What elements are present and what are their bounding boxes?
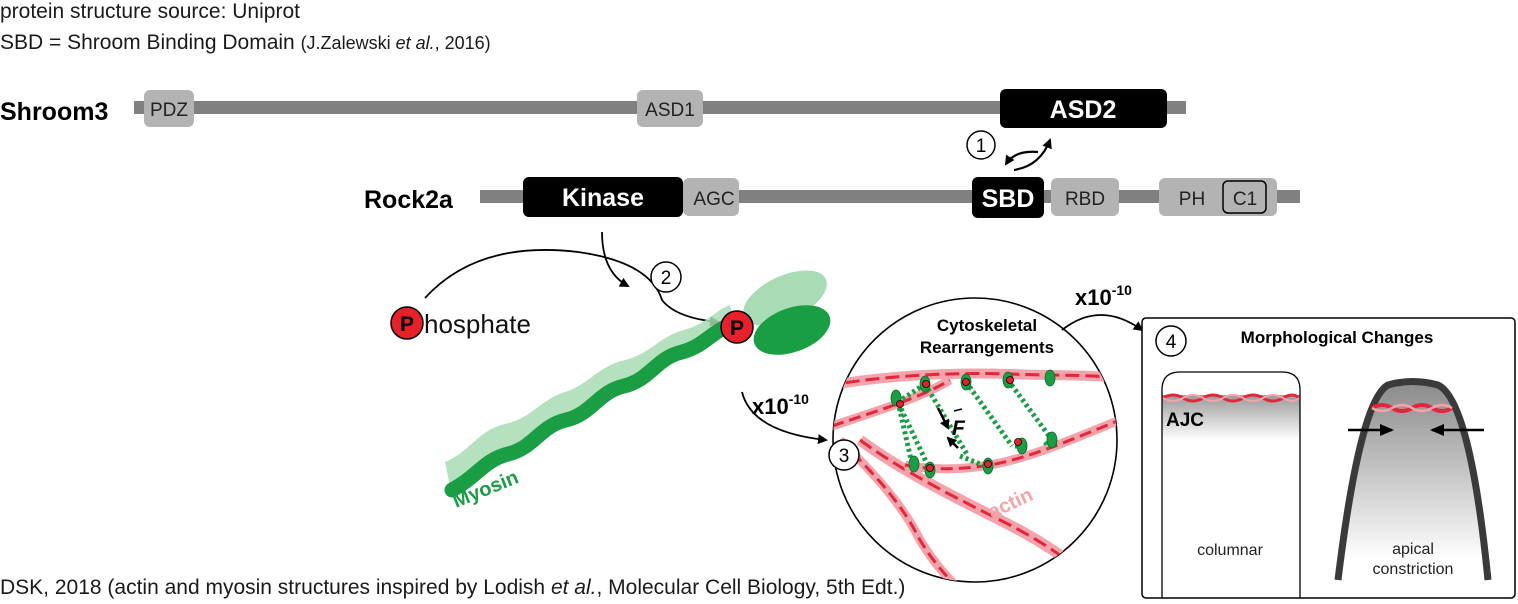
bridge-phospho-dots — [896, 376, 1022, 472]
step-3-label: 3 — [839, 446, 850, 467]
pdz-domain — [144, 90, 194, 127]
agc-label: AGC — [693, 189, 734, 210]
rbd-domain — [1051, 178, 1119, 216]
columnar-label: columnar — [1197, 542, 1263, 559]
asd2-label: ASD2 — [1050, 96, 1117, 124]
columnar-ajc-actin — [1162, 393, 1301, 403]
force-arrow-up — [946, 436, 959, 449]
multiplier-1: x10-10 — [741, 391, 828, 445]
apical-cell: apical constriction — [1334, 378, 1492, 581]
asd2-domain — [1000, 89, 1167, 128]
ph-label: PH — [1179, 189, 1205, 210]
apical-ajc-actin-2 — [1371, 403, 1453, 413]
kinase-domain — [523, 177, 683, 217]
apical-label-line2: constriction — [1373, 561, 1454, 578]
multiplier-2: x10-10 — [1061, 282, 1144, 332]
morphology-panel: 4 Morphological Changes AJC columnar api… — [1141, 317, 1516, 599]
phosphate-badge-letter: P — [400, 313, 414, 336]
rbd-label: RBD — [1065, 189, 1105, 210]
columnar-outline — [1161, 371, 1301, 598]
footer-post: , Molecular Cell Biology, 5th Edt.) — [596, 576, 906, 599]
actin-filament-diag — [859, 438, 1092, 582]
footer-pre: DSK, 2018 (actin and myosin structures i… — [0, 576, 551, 599]
cytoskeletal-title-line2: Rearrangements — [920, 338, 1054, 357]
sbd-definition: SBD = Shroom Binding Domain — [0, 31, 301, 54]
step-1-label: 1 — [976, 136, 987, 157]
sbd-ref-pre: (J.Zalewski — [300, 33, 396, 53]
myosin-light-head — [743, 270, 827, 326]
c1-domain — [1222, 180, 1267, 214]
step-4-marker — [1155, 325, 1187, 357]
columnar-shading — [1162, 395, 1300, 455]
c1-label: C1 — [1233, 189, 1257, 210]
binding-arrow-down — [1004, 150, 1039, 166]
phosphate-icon — [390, 306, 424, 340]
multiplier-1-arrow — [741, 391, 828, 445]
source-caption: protein structure source: Uniprot — [0, 0, 300, 24]
myosin-phospho-icon — [720, 310, 754, 344]
cytoskeletal-title-line1: Cytoskeletal — [937, 316, 1037, 335]
phosphate-transfer-arrow — [424, 249, 720, 327]
step-1: 1 — [966, 130, 1052, 172]
step-3-marker — [828, 439, 860, 471]
force-label: F — [952, 417, 966, 440]
cytoskeletal-panel: F Cytoskeletal Rearrangements actin 3 — [828, 297, 1118, 583]
sbd-caption: SBD = Shroom Binding Domain (J.Zalewski … — [0, 31, 491, 55]
apical-label-line1: apical — [1392, 541, 1434, 558]
sbd-ref-etal: et al. — [395, 33, 435, 53]
actin-network — [833, 368, 1117, 582]
myosin-light-chain — [445, 305, 734, 486]
force-vector-bar — [953, 408, 963, 412]
phosphate-label: P hosphate — [390, 306, 531, 340]
footer-caption: DSK, 2018 (actin and myosin structures i… — [0, 576, 905, 600]
myosin-phospho-letter: P — [730, 317, 744, 340]
shroom3-name: Shroom3 — [0, 98, 108, 126]
myosin-tail — [444, 318, 736, 498]
sbd-label: SBD — [982, 185, 1035, 213]
svg-text:x10-10: x10-10 — [752, 391, 809, 419]
multiplier-1-exp: -10 — [789, 391, 809, 407]
phosphate-text: hosphate — [424, 309, 531, 339]
apical-outline — [1334, 378, 1492, 581]
ajc-label: AJC — [1166, 410, 1204, 431]
rock2a-name: Rock2a — [364, 186, 454, 214]
rock2a-protein: Rock2a Kinase AGC SBD RBD PH C1 — [364, 177, 1300, 218]
step-4-label: 4 — [1166, 332, 1177, 353]
step-2-label: 2 — [661, 268, 672, 289]
asd1-domain — [637, 90, 703, 127]
step-2-marker — [650, 261, 682, 293]
myosin-molecule: P Myosin — [444, 270, 831, 513]
morphology-title: Morphological Changes — [1241, 328, 1434, 347]
sbd-ref-post: , 2016) — [434, 33, 491, 53]
multiplier-1-base: x10 — [752, 394, 789, 419]
agc-domain — [683, 178, 739, 216]
shroom3-protein: Shroom3 PDZ ASD1 ASD2 — [0, 89, 1186, 128]
actin-filament-top — [833, 372, 1117, 388]
kinase-label: Kinase — [562, 184, 644, 212]
force-arrow-down — [936, 407, 950, 430]
binding-arrow-up — [1013, 138, 1052, 172]
multiplier-2-arrow — [1061, 314, 1144, 332]
kinase-arrow — [601, 231, 630, 287]
pdz-label: PDZ — [150, 100, 188, 121]
force-indicator: F — [936, 407, 966, 449]
asd1-label: ASD1 — [645, 100, 695, 121]
actin-filament-low-light — [836, 436, 964, 582]
columnar-ajc-actin-2 — [1162, 394, 1300, 402]
footer-etal: et al. — [550, 576, 597, 599]
myosin-head — [753, 305, 831, 355]
step-1-marker — [966, 130, 996, 160]
step-2: 2 — [424, 231, 720, 327]
multiplier-2-base: x10 — [1075, 285, 1112, 310]
sbd-domain — [972, 177, 1044, 218]
actin-filament-left — [833, 378, 951, 428]
columnar-cell: AJC columnar — [1161, 371, 1301, 598]
source-line: protein structure source: Uniprot — [0, 0, 300, 23]
multiplier-2-exp: -10 — [1112, 282, 1132, 298]
svg-text:x10-10: x10-10 — [1075, 282, 1132, 310]
